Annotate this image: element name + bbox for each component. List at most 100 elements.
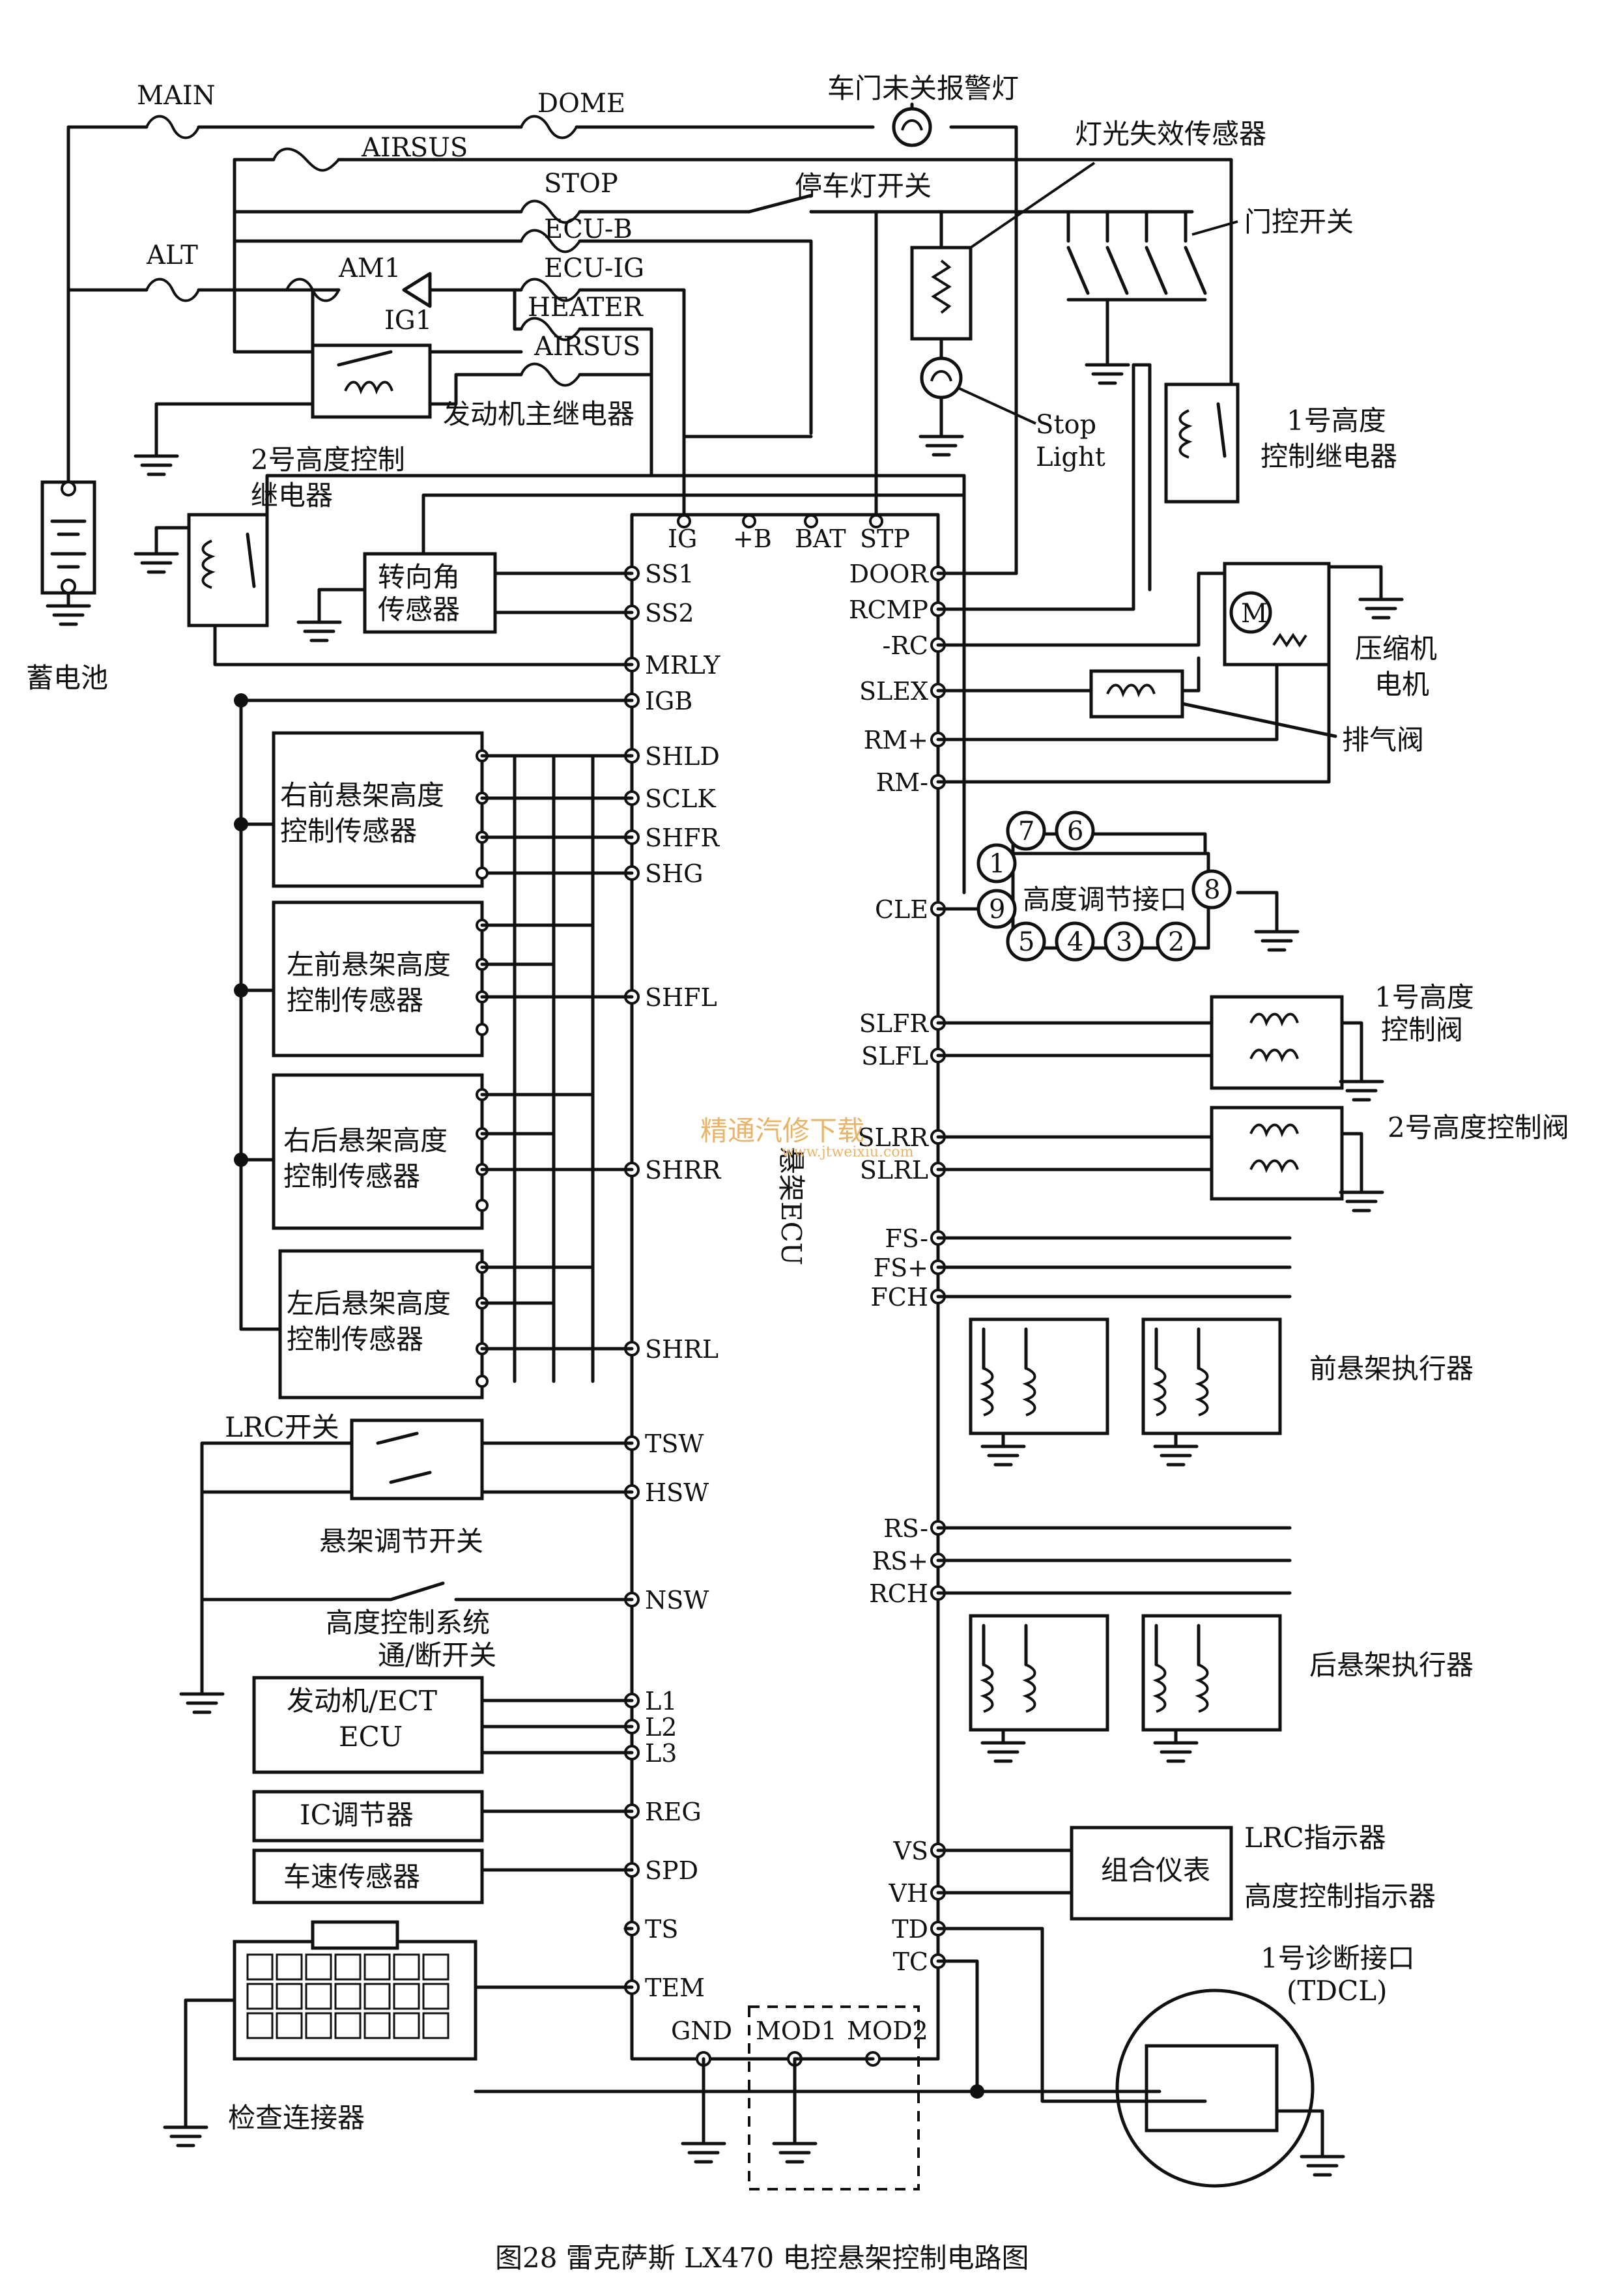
lrc-switch: LRC开关 悬架调节开关 高度控制系统 通/断开关 — [181, 1411, 634, 1712]
ecu-pin-shld: SHLD — [645, 742, 720, 771]
connector-pin — [976, 843, 1017, 883]
watermark-url: www.jtweixiu.com — [782, 1144, 914, 1160]
fuse-ecub-label: ECU-B — [544, 214, 633, 244]
ecu-right-pins: DOORRCMP-RCSLEXRM+RM-CLESLFRSLFLSLRRSLRL… — [849, 560, 1018, 1976]
tdcl-label-2: (TDCL) — [1287, 1975, 1388, 2007]
ecu-pin-shrl: SHRL — [645, 1335, 719, 1364]
connector-pin — [1006, 921, 1046, 962]
light-failure-sensor-label: 灯光失效传感器 — [1075, 118, 1266, 150]
valve-2-label: 2号高度控制阀 — [1388, 1112, 1569, 1143]
stop-lamp-circuit: 停车灯开关 灯光失效传感器 Stop Light — [747, 118, 1266, 472]
front-actuator-label: 前悬架执行器 — [1309, 1353, 1474, 1385]
battery-label: 蓄电池 — [26, 662, 108, 694]
ecu-pin-bat: BAT — [795, 524, 846, 553]
ecu-pin-l2: L2 — [645, 1713, 677, 1742]
ecu-pin-fs: FS- — [885, 1224, 928, 1253]
ecu-pin-terminal — [804, 514, 818, 528]
ecu-pin-td: TD — [892, 1915, 928, 1944]
door-switch-label: 门控开关 — [1244, 206, 1354, 238]
relay-1-label-2: 控制继电器 — [1261, 440, 1397, 472]
ecu-pin-shfl: SHFL — [645, 983, 717, 1012]
fl-sensor-label-2: 控制传感器 — [287, 984, 423, 1016]
ecu-pin-mrly: MRLY — [645, 651, 720, 680]
exhaust-valve-label: 排气阀 — [1342, 724, 1424, 756]
ecu-pin-sclk: SCLK — [645, 784, 716, 813]
height-control-relay-1: 1号高度 控制继电器 — [1148, 363, 1397, 592]
pin-mod1: MOD1 — [756, 2017, 837, 2045]
ecu-pin-rm: RM- — [876, 768, 928, 797]
exhaust-valve: 排气阀 — [936, 363, 1424, 756]
door-warning-lamp: 车门未关报警灯 — [827, 72, 1019, 147]
ecu-pin-cle: CLE — [875, 895, 928, 924]
fuse-airsus-label: AIRSUS — [361, 133, 468, 163]
motor-symbol: M — [1241, 599, 1268, 629]
ecu-pin-slfl: SLFL — [861, 1042, 928, 1070]
ecu-bottom: GND MOD1 MOD2 — [671, 2005, 928, 2190]
fl-sensor-label-1: 左前悬架高度 — [287, 949, 451, 981]
relay-1-label-1: 1号高度 — [1287, 405, 1386, 437]
ecu-pin-rcmp: RCMP — [849, 596, 928, 624]
check-connector: 检查连接器 — [165, 1920, 634, 2146]
diagnostic-connector: 1号诊断接口 (TDCL) — [474, 1927, 1415, 2188]
engine-main-relay: 发动机主继电器 — [135, 343, 634, 474]
ecu-pin-slex: SLEX — [859, 677, 928, 706]
compressor-motor: M 压缩机 电机 — [936, 562, 1437, 784]
steering-sensor-label-2: 传感器 — [378, 594, 460, 625]
ecu-pin-igb: IGB — [645, 687, 692, 715]
connector-pin — [1006, 811, 1046, 851]
door-switches: 门控开关 — [1014, 206, 1354, 383]
connector-pin — [1055, 811, 1095, 851]
height-control-valve-2: 2号高度控制阀 — [936, 1106, 1569, 1211]
ecu-pin-rm: RM+ — [864, 726, 928, 754]
speed-sensor: 车速传感器 — [252, 1848, 634, 1904]
ecu-pin-reg: REG — [645, 1798, 702, 1826]
caption: 图28 雷克萨斯 LX470 电控悬架控制电路图 — [495, 2242, 1029, 2274]
connector-pin-number: 5 — [1018, 927, 1034, 957]
connector-pin-number: 7 — [1018, 816, 1034, 846]
ecu-pin-vh: VH — [888, 1879, 928, 1908]
ecu-pin-rs: RS+ — [872, 1547, 928, 1575]
steering-sensor-label-1: 转向角 — [378, 561, 460, 593]
ecu-pin-slfr: SLFR — [859, 1009, 930, 1038]
stop-light-label-1: Stop — [1036, 410, 1096, 440]
door-warning-lamp-label: 车门未关报警灯 — [827, 72, 1019, 104]
watermark: 精通汽修下载 — [700, 1115, 864, 1147]
ecu-pin-b: +B — [733, 524, 772, 553]
ecu-pin-rch: RCH — [869, 1579, 928, 1608]
ecu-pin-shrr: SHRR — [645, 1156, 722, 1185]
connector-pin — [976, 889, 1017, 929]
ecu-pin-fs: FS+ — [874, 1254, 928, 1282]
connector-pin-number: 3 — [1116, 927, 1132, 957]
ecu-pin-tsw: TSW — [645, 1429, 704, 1458]
suspension-ecu: 悬架ECU — [630, 513, 940, 2061]
connector-pin — [1055, 921, 1095, 962]
ecu-top-pins: IG +B BAT STP — [668, 514, 910, 553]
compressor-label-1: 压缩机 — [1355, 633, 1437, 665]
check-connector-label: 检查连接器 — [228, 2102, 365, 2134]
connector-pin-number: 6 — [1067, 816, 1083, 846]
ecu-pin-tem: TEM — [645, 1974, 705, 2002]
ecu-pin-ig: IG — [668, 524, 697, 553]
height-onoff-label-2: 通/断开关 — [378, 1639, 496, 1671]
fuses: MAIN DOME AIRSUS STOP ECU-B ALT AM1 ECU-… — [137, 81, 644, 387]
ecu-pin-shg: SHG — [645, 859, 704, 888]
ecu-pin-vs: VS — [893, 1837, 928, 1865]
connector-pin-number: 1 — [989, 849, 1005, 879]
height-control-valve-1: 1号高度 控制阀 — [936, 981, 1474, 1100]
ecu-left-pins: SS1SS2MRLYIGBSHLDSCLKSHFRSHGSHFLSHRRSHRL… — [624, 560, 722, 2002]
fuse-airsus2-label: AIRSUS — [534, 332, 640, 362]
ecu-pin-slrl: SLRL — [860, 1156, 928, 1185]
ecu-pin-stp: STP — [860, 524, 910, 553]
battery: 蓄电池 — [26, 480, 108, 694]
ecu-pin-door: DOOR — [849, 560, 930, 588]
lrc-indicator-label: LRC指示器 — [1244, 1822, 1386, 1854]
height-sensors: 右前悬架高度 控制传感器 左前悬架高度 控制传感器 右后悬架高度 控制传感器 左… — [239, 731, 634, 1400]
valve-1-label-2: 控制阀 — [1381, 1014, 1463, 1046]
lrc-switch-label: LRC开关 — [225, 1411, 339, 1443]
height-connector-label: 高度调节接口 — [1023, 883, 1187, 915]
connector-pin-number: 9 — [989, 895, 1005, 925]
fuse-am1-label: AM1 — [338, 253, 401, 283]
connector-pin-number: 2 — [1168, 927, 1184, 957]
combination-meter: 组合仪表 LRC指示器 高度控制指示器 — [936, 1822, 1436, 1921]
